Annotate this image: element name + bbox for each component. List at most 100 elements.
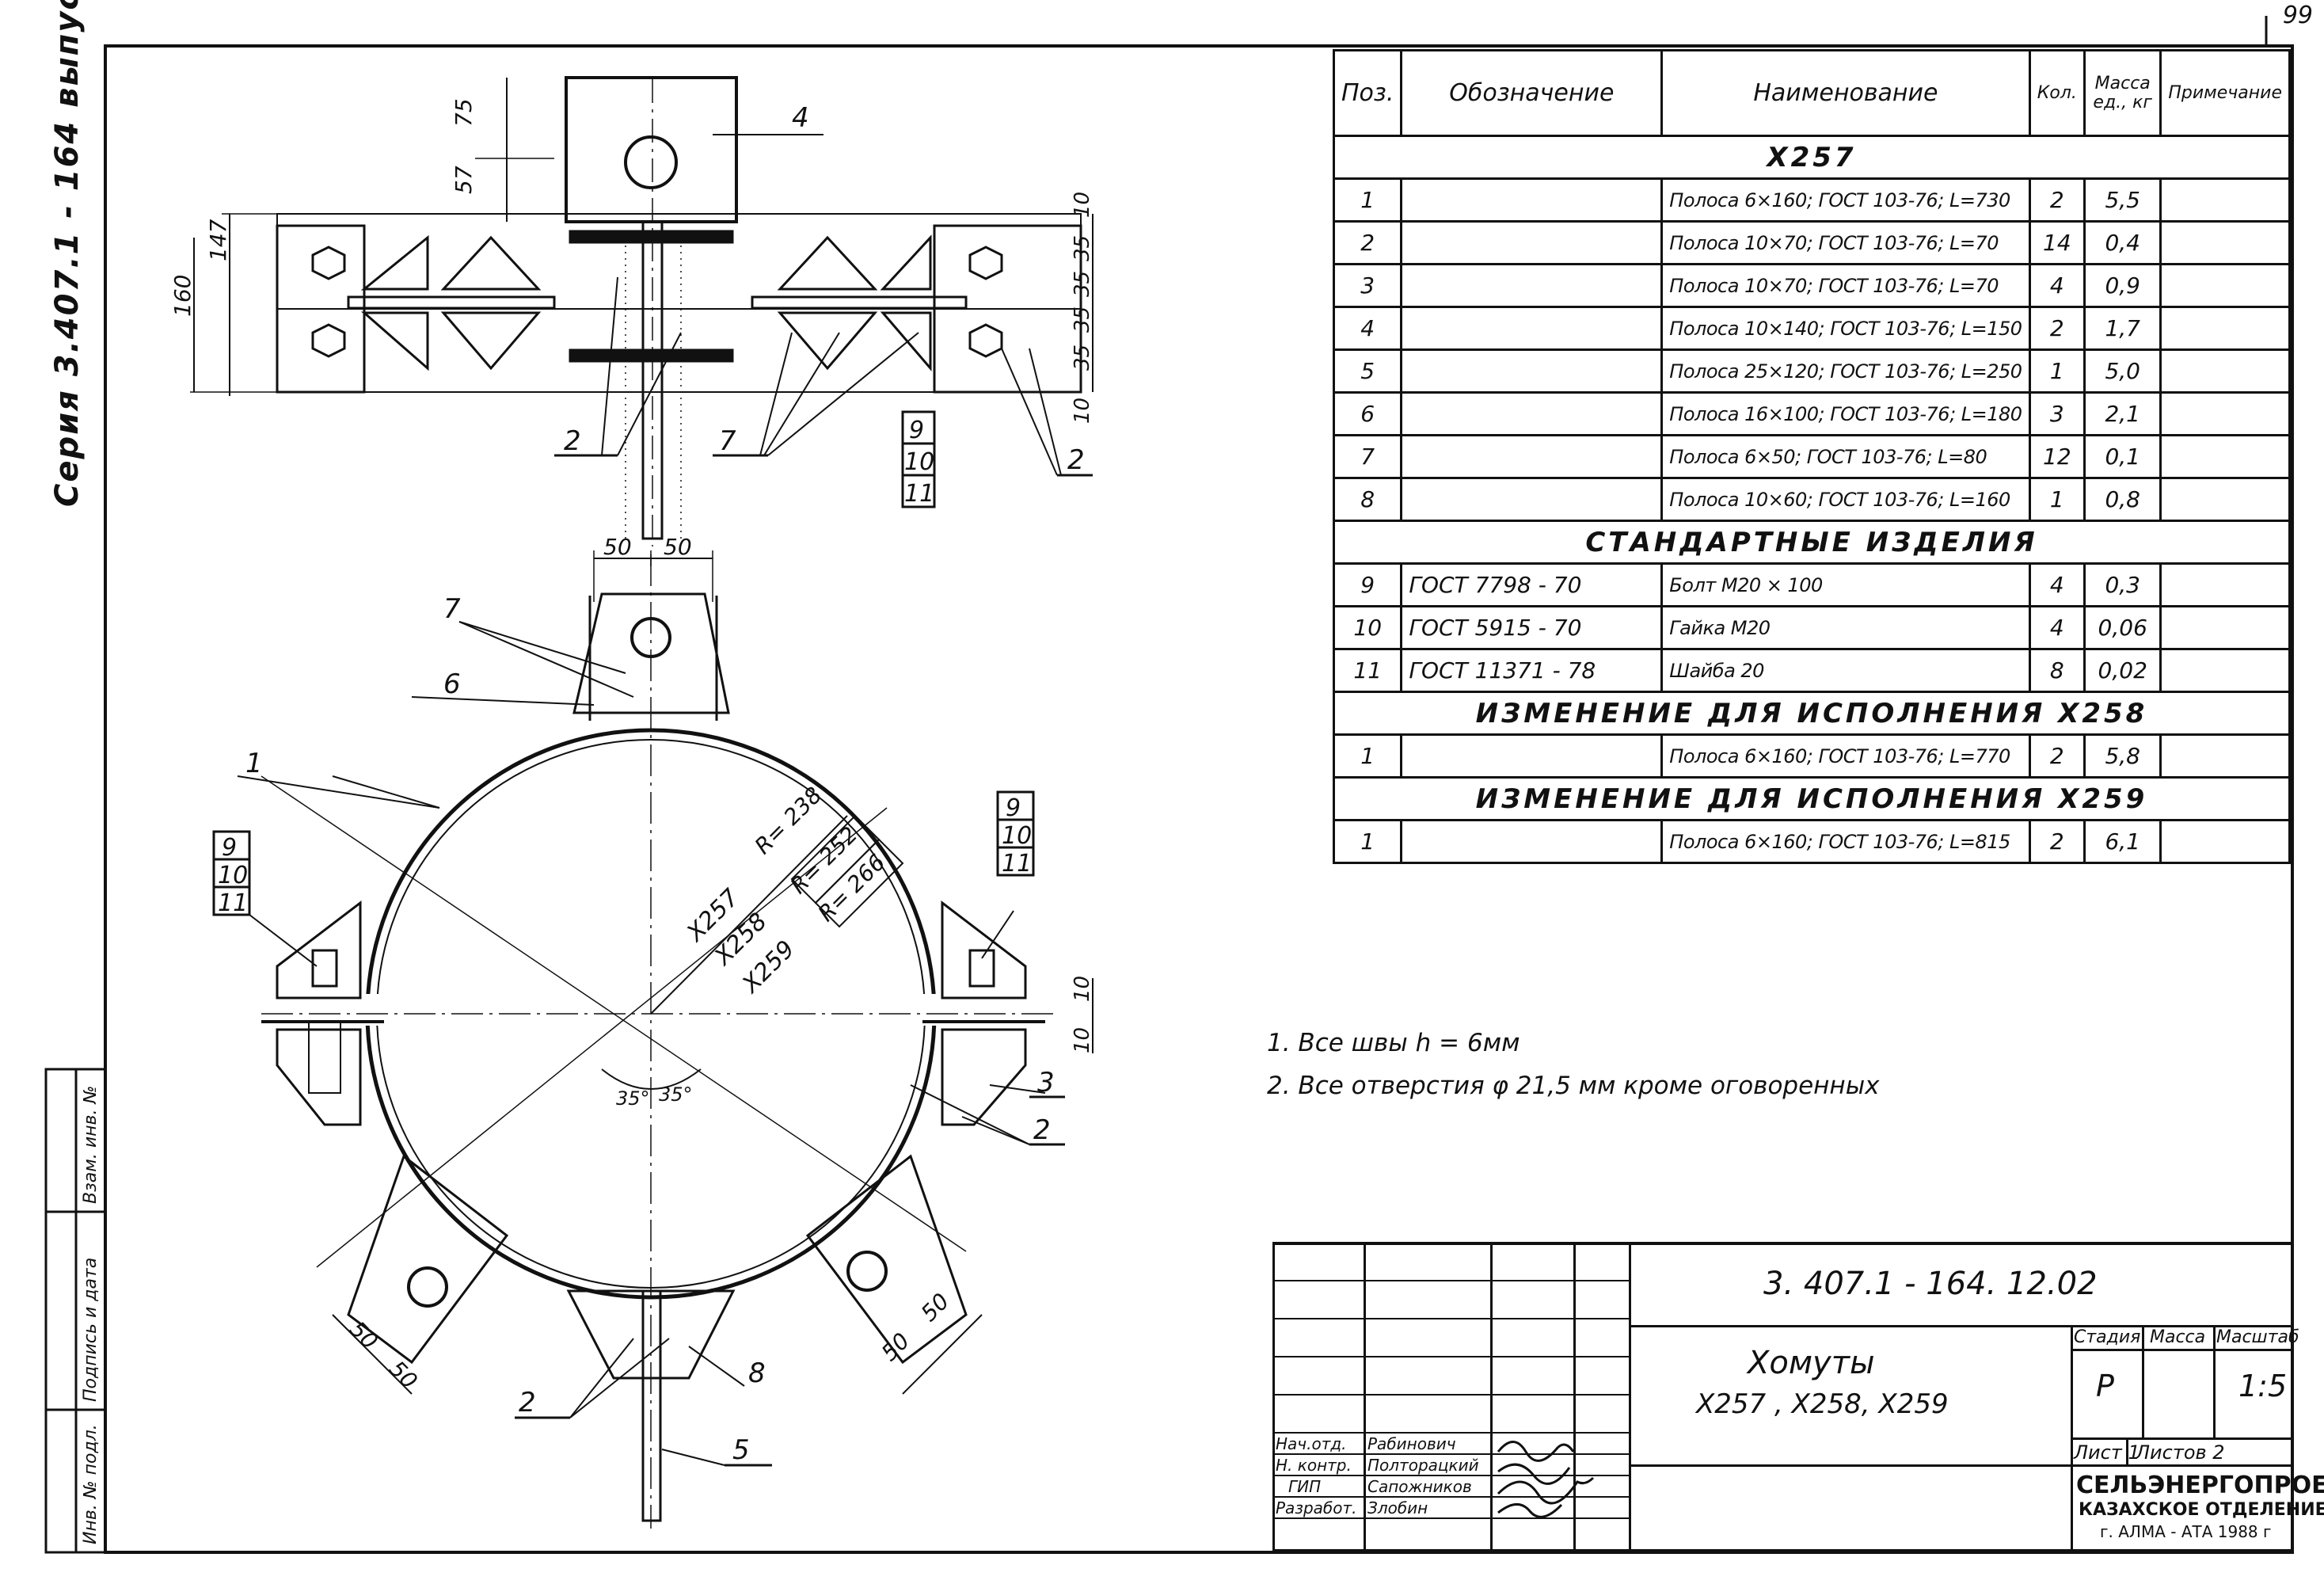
col-pos: Поз.	[1332, 49, 1403, 137]
role-1: Нач.отд.	[1276, 1434, 1347, 1453]
dim-50b: 50	[664, 534, 692, 560]
spec-name: Полоса 10×60; ГОСТ 103-76; L=160	[1660, 477, 2031, 522]
sheet-frame	[104, 44, 2294, 1554]
spec-mass: 0,9	[2083, 263, 2162, 308]
spec-mass: 1,7	[2083, 306, 2162, 351]
callout-10-right: 10	[1002, 822, 1032, 850]
spec-qty: 8	[2028, 648, 2086, 693]
role-3: ГИП	[1288, 1477, 1322, 1496]
dim-57: 57	[451, 166, 477, 194]
spec-pos: 1	[1332, 177, 1403, 223]
dim-160: 160	[169, 275, 196, 317]
callout-6: 6	[443, 668, 461, 700]
spec-name: Полоса 6×160; ГОСТ 103-76; L=730	[1660, 177, 2031, 223]
callout-9-right: 9	[1006, 794, 1021, 822]
clamp-view	[212, 550, 1094, 1529]
col-name: Наименование	[1660, 49, 2031, 137]
angle-35-left: 35°	[616, 1087, 650, 1110]
spec-designation	[1400, 177, 1664, 223]
col-qty: Кол.	[2028, 49, 2086, 137]
spec-header-row: Поз. Обозначение Наименование Кол. Масса…	[1332, 49, 2291, 137]
callout-7-mid: 7	[443, 593, 461, 625]
callout-7-top: 7	[719, 425, 736, 457]
callout-11-right: 11	[1002, 850, 1032, 878]
name-4: Злобин	[1367, 1498, 1428, 1517]
spec-designation	[1400, 477, 1664, 522]
spec-qty: 3	[2028, 391, 2086, 436]
top-view	[190, 76, 1094, 546]
dim-10-side-b: 10	[1071, 1027, 1094, 1053]
org-name: СЕЛЬЭНЕРГОПРОЕКТ	[2076, 1472, 2324, 1499]
spec-mass: 5,8	[2083, 733, 2162, 779]
drawing-title-1: Хомуты	[1748, 1345, 1875, 1381]
sheet-number: Лист 1	[2074, 1441, 2140, 1464]
callout-2-top: 2	[564, 425, 581, 457]
scale-label: Масштаб	[2216, 1327, 2299, 1347]
spec-qty: 2	[2028, 306, 2086, 351]
spec-note	[2159, 477, 2291, 522]
spec-mass: 6,1	[2083, 819, 2162, 864]
specification-table: Поз. Обозначение Наименование Кол. Масса…	[1332, 49, 2291, 864]
org-division: КАЗАХСКОЕ ОТДЕЛЕНИЕ	[2079, 1500, 2324, 1520]
dim-50-br-b: 50	[916, 1288, 955, 1327]
spec-designation: ГОСТ 7798 - 70	[1400, 562, 1664, 607]
right-lug	[941, 900, 1027, 1000]
spec-qty: 4	[2028, 605, 2086, 650]
spec-note	[2159, 177, 2291, 223]
drawing-title-2: Х257 , Х258, Х259	[1696, 1388, 1949, 1420]
spec-note	[2159, 819, 2291, 864]
dim-50a: 50	[603, 534, 632, 560]
signatures	[1497, 1441, 1595, 1518]
spec-pos: 9	[1332, 562, 1403, 607]
callout-4: 4	[792, 102, 809, 134]
spec-name: Полоса 6×160; ГОСТ 103-76; L=770	[1660, 733, 2031, 779]
spec-section-title: ИЗМЕНЕНИЕ ДЛЯ ИСПОЛНЕНИЯ Х258	[1333, 691, 2291, 736]
spec-pos: 11	[1332, 648, 1403, 693]
spec-qty: 4	[2028, 263, 2086, 308]
spec-pos: 3	[1332, 263, 1403, 308]
spec-note	[2159, 220, 2291, 265]
spec-designation	[1400, 348, 1664, 394]
angle-35-right: 35°	[659, 1083, 693, 1106]
spec-qty: 2	[2028, 177, 2086, 223]
callout-10-top: 10	[904, 448, 934, 476]
spec-mass: 0,06	[2083, 605, 2162, 650]
dim-10b: 10	[1071, 398, 1094, 424]
role-4: Разработ.	[1276, 1498, 1357, 1517]
role-2: Н. контр.	[1276, 1456, 1352, 1475]
spec-mass: 5,5	[2083, 177, 2162, 223]
spec-note	[2159, 562, 2291, 607]
dim-75: 75	[451, 98, 477, 127]
page-number: 99	[2282, 2, 2313, 29]
spec-note	[2159, 648, 2291, 693]
drawing-code: 3. 407.1 - 164. 12.02	[1763, 1266, 2098, 1302]
spec-section-row: СТАНДАРТНЫЕ ИЗДЕЛИЯ	[1333, 520, 2291, 565]
plate-4	[565, 76, 738, 223]
dim-50-bl-b: 50	[384, 1356, 423, 1395]
top-gusset	[572, 592, 730, 714]
spec-designation: ГОСТ 11371 - 78	[1400, 648, 1664, 693]
spec-section-row: ИЗМЕНЕНИЕ ДЛЯ ИСПОЛНЕНИЯ Х258	[1333, 691, 2291, 736]
series-label: Серия 3.407.1 - 164 выпуск 1	[49, 0, 86, 507]
title-block: 3. 407.1 - 164. 12.02 Хомуты Х257 , Х258…	[1272, 1242, 2324, 1552]
spec-designation	[1400, 263, 1664, 308]
spec-name: Полоса 10×70; ГОСТ 103-76; L=70	[1660, 220, 2031, 265]
left-lug	[276, 900, 362, 1000]
dim-35d: 35	[1071, 345, 1094, 371]
spec-note	[2159, 306, 2291, 351]
note-1: 1. Все швы h = 6мм	[1267, 1029, 1520, 1057]
plate-4-hole	[624, 135, 678, 189]
dim-35c: 35	[1071, 307, 1094, 333]
spec-qty: 2	[2028, 733, 2086, 779]
